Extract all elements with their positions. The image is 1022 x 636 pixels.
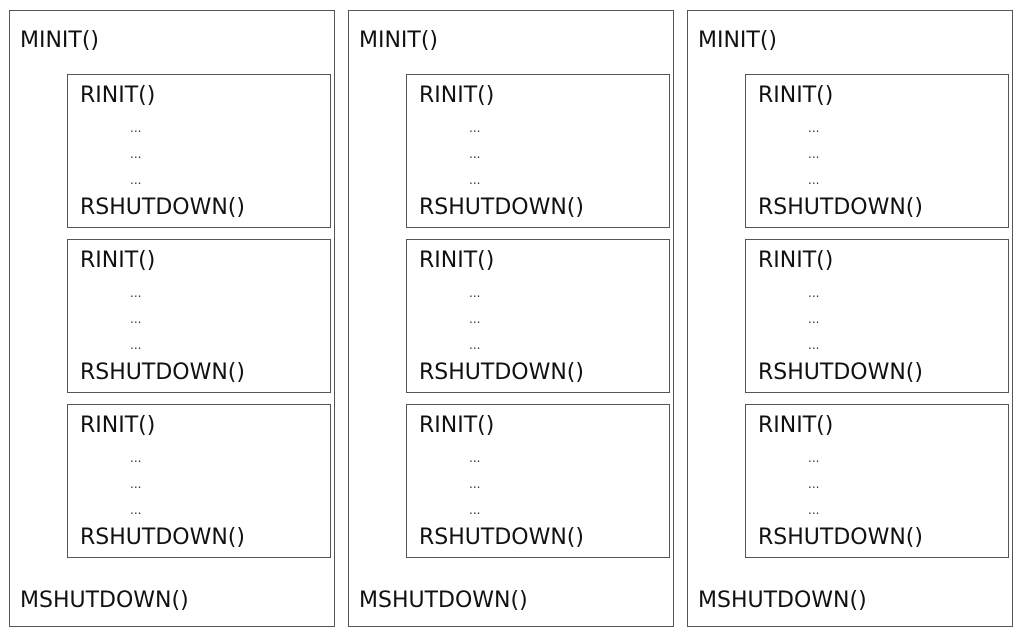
rshutdown-label: RSHUTDOWN() — [80, 195, 245, 220]
rshutdown-label: RSHUTDOWN() — [419, 195, 584, 220]
ellipsis: ... — [130, 451, 142, 465]
request-box: RINIT() ... ... ... RSHUTDOWN() — [745, 74, 1009, 228]
request-box: RINIT() ... ... ... RSHUTDOWN() — [745, 404, 1009, 558]
ellipsis: ... — [130, 121, 142, 135]
ellipsis: ... — [130, 312, 142, 326]
rshutdown-label: RSHUTDOWN() — [419, 525, 584, 550]
request-box: RINIT() ... ... ... RSHUTDOWN() — [67, 239, 331, 393]
minit-label: MINIT() — [698, 28, 778, 53]
rinit-label: RINIT() — [419, 248, 495, 273]
ellipsis: ... — [808, 173, 820, 187]
mshutdown-label: MSHUTDOWN() — [359, 588, 528, 613]
process-box: MINIT() RINIT() ... ... ... RSHUTDOWN() … — [9, 10, 335, 627]
rinit-label: RINIT() — [758, 83, 834, 108]
rinit-label: RINIT() — [80, 248, 156, 273]
ellipsis: ... — [808, 147, 820, 161]
request-box: RINIT() ... ... ... RSHUTDOWN() — [406, 74, 670, 228]
ellipsis: ... — [469, 503, 481, 517]
rshutdown-label: RSHUTDOWN() — [758, 525, 923, 550]
rshutdown-label: RSHUTDOWN() — [80, 360, 245, 385]
ellipsis: ... — [130, 503, 142, 517]
request-box: RINIT() ... ... ... RSHUTDOWN() — [67, 404, 331, 558]
ellipsis: ... — [130, 477, 142, 491]
ellipsis: ... — [130, 338, 142, 352]
rshutdown-label: RSHUTDOWN() — [80, 525, 245, 550]
minit-label: MINIT() — [20, 28, 100, 53]
ellipsis: ... — [808, 338, 820, 352]
ellipsis: ... — [808, 477, 820, 491]
ellipsis: ... — [808, 286, 820, 300]
rshutdown-label: RSHUTDOWN() — [419, 360, 584, 385]
rinit-label: RINIT() — [80, 413, 156, 438]
rshutdown-label: RSHUTDOWN() — [758, 360, 923, 385]
minit-label: MINIT() — [359, 28, 439, 53]
rinit-label: RINIT() — [419, 83, 495, 108]
mshutdown-label: MSHUTDOWN() — [698, 588, 867, 613]
process-box: MINIT() RINIT() ... ... ... RSHUTDOWN() … — [348, 10, 674, 627]
ellipsis: ... — [808, 503, 820, 517]
rinit-label: RINIT() — [419, 413, 495, 438]
mshutdown-label: MSHUTDOWN() — [20, 588, 189, 613]
ellipsis: ... — [808, 312, 820, 326]
rinit-label: RINIT() — [758, 248, 834, 273]
request-box: RINIT() ... ... ... RSHUTDOWN() — [67, 74, 331, 228]
ellipsis: ... — [469, 312, 481, 326]
request-box: RINIT() ... ... ... RSHUTDOWN() — [406, 239, 670, 393]
ellipsis: ... — [469, 338, 481, 352]
request-box: RINIT() ... ... ... RSHUTDOWN() — [406, 404, 670, 558]
process-box: MINIT() RINIT() ... ... ... RSHUTDOWN() … — [687, 10, 1013, 627]
request-box: RINIT() ... ... ... RSHUTDOWN() — [745, 239, 1009, 393]
ellipsis: ... — [469, 286, 481, 300]
ellipsis: ... — [469, 147, 481, 161]
ellipsis: ... — [808, 451, 820, 465]
ellipsis: ... — [469, 477, 481, 491]
ellipsis: ... — [130, 173, 142, 187]
rshutdown-label: RSHUTDOWN() — [758, 195, 923, 220]
rinit-label: RINIT() — [758, 413, 834, 438]
ellipsis: ... — [469, 121, 481, 135]
ellipsis: ... — [469, 173, 481, 187]
ellipsis: ... — [808, 121, 820, 135]
ellipsis: ... — [130, 147, 142, 161]
rinit-label: RINIT() — [80, 83, 156, 108]
ellipsis: ... — [469, 451, 481, 465]
ellipsis: ... — [130, 286, 142, 300]
